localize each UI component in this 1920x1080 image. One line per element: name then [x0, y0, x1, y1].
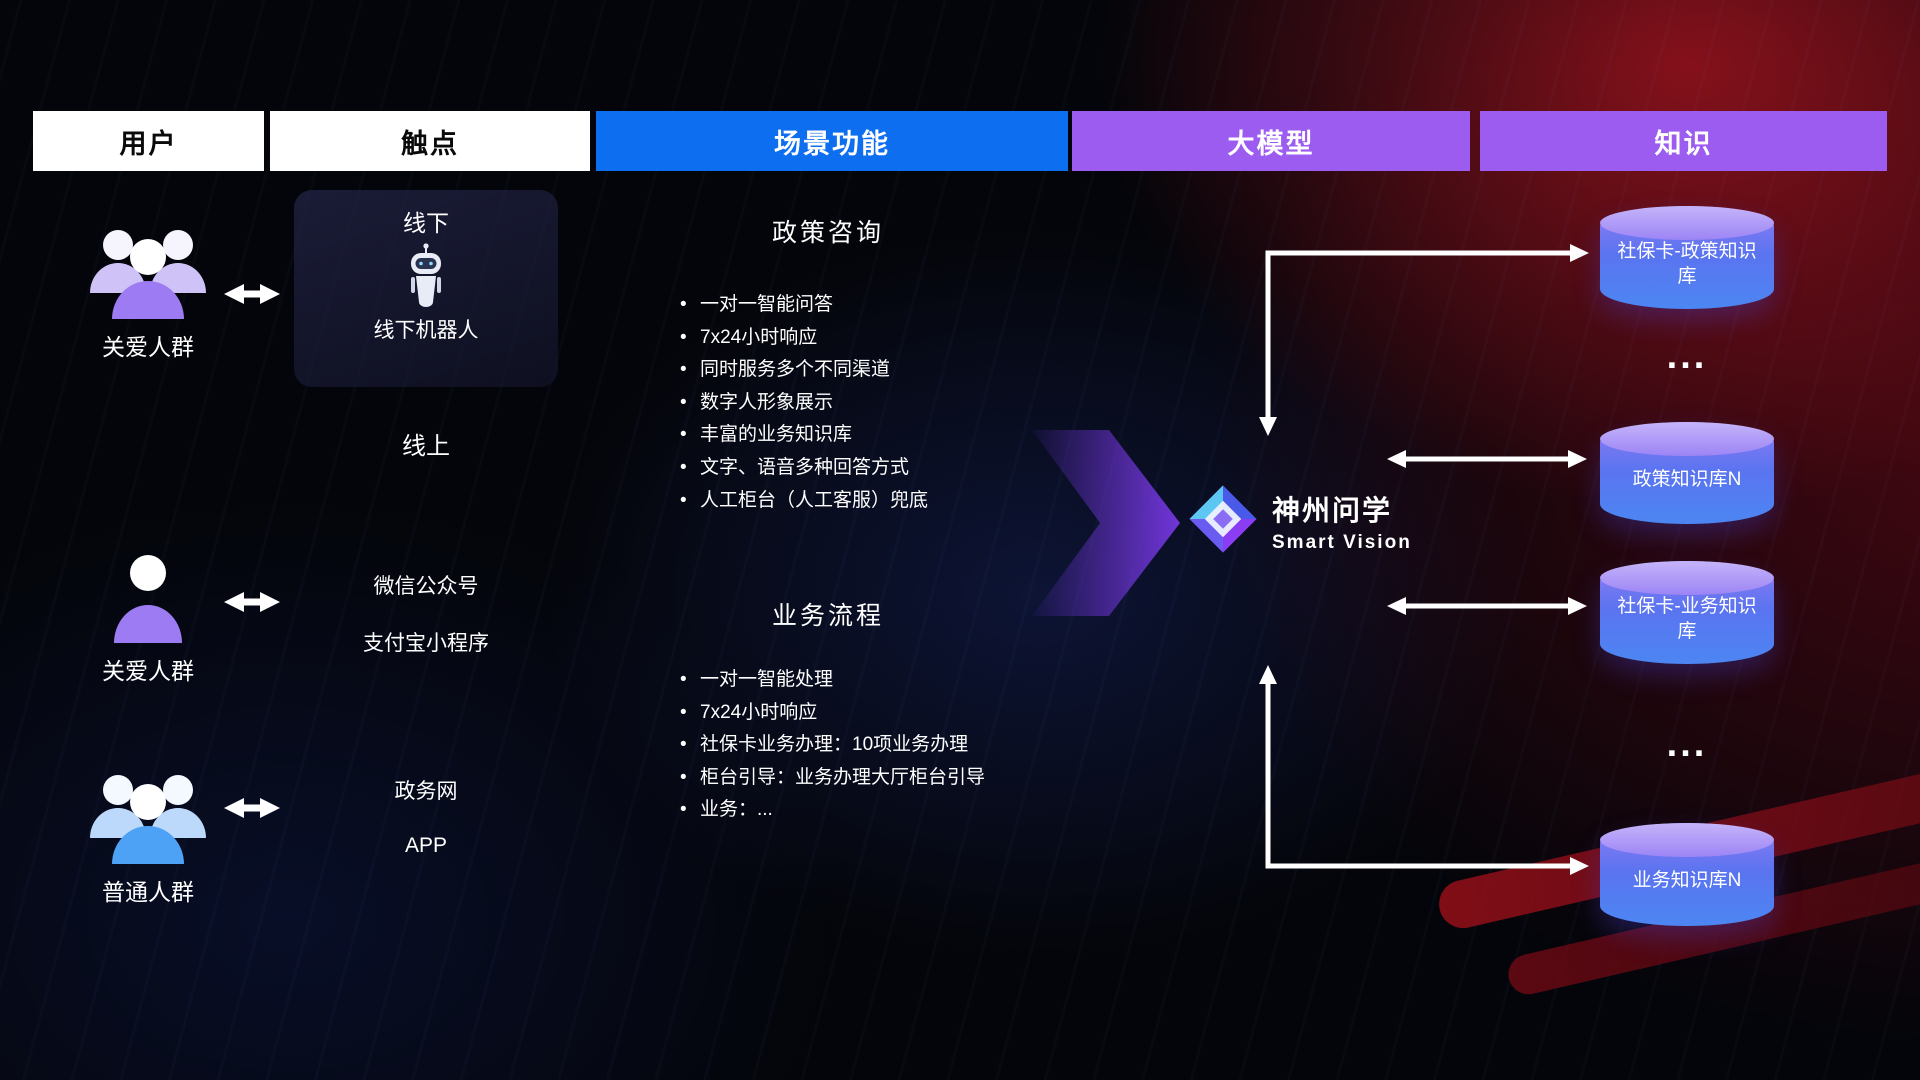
bullet-item: 社保卡业务办理：10项业务办理	[676, 729, 1096, 762]
user-single-care: 关爱人群	[60, 548, 236, 686]
bullet-item: 人工柜台（人工客服）兜底	[676, 485, 1096, 518]
kb-label: 业务知识库N	[1632, 870, 1742, 891]
touchpoint-alipay: 支付宝小程序	[363, 632, 489, 655]
bullet-item: 一对一智能问答	[676, 289, 1096, 322]
scenario-title-business: 业务流程	[771, 602, 884, 630]
user-label: 普通人群	[102, 879, 194, 905]
people-group-icon	[90, 230, 206, 319]
kb-label: 社保卡-业务知识库	[1617, 595, 1757, 642]
bullet-item: 7x24小时响应	[676, 322, 1096, 355]
user-group-general: 普通人群	[60, 760, 236, 907]
user-label: 关爱人群	[102, 334, 194, 360]
bullet-item: 数字人形象展示	[676, 387, 1096, 420]
cylinder-top	[1600, 206, 1774, 240]
kb-policy-n: 政策知识库N	[1600, 422, 1774, 524]
touchpoint-app: APP	[404, 834, 448, 857]
user-group-care-elder: 关爱人群	[60, 215, 236, 362]
ellipsis-policy: ...	[1666, 335, 1708, 377]
scenario-business-bullets: 一对一智能处理 7x24小时响应 社保卡业务办理：10项业务办理 柜台引导：业务…	[676, 664, 1096, 827]
bullet-item: 柜台引导：业务办理大厅柜台引导	[676, 762, 1096, 795]
people-group-icon	[90, 775, 206, 864]
user-label: 关爱人群	[102, 658, 194, 684]
kb-socialcard-business: 社保卡-业务知识库	[1600, 561, 1774, 664]
person-icon	[114, 555, 182, 643]
kb-label: 政策知识库N	[1632, 468, 1742, 490]
touchpoint-wechat: 微信公众号	[373, 575, 479, 598]
smart-vision-logo-icon	[1189, 485, 1257, 553]
cylinder-top	[1600, 422, 1774, 456]
column-header-scenarios: 场景功能	[596, 111, 1068, 171]
offline-title: 线下	[403, 210, 449, 236]
bullet-item: 7x24小时响应	[676, 697, 1096, 730]
bullet-item: 文字、语音多种回答方式	[676, 452, 1096, 485]
bullet-item: 丰富的业务知识库	[676, 419, 1096, 452]
bullet-item: 同时服务多个不同渠道	[676, 354, 1096, 387]
column-header-model: 大模型	[1072, 111, 1470, 171]
bullet-item: 一对一智能处理	[676, 664, 1096, 697]
scenario-title-policy: 政策咨询	[771, 219, 884, 247]
scenario-policy-bullets: 一对一智能问答 7x24小时响应 同时服务多个不同渠道 数字人形象展示 丰富的业…	[676, 289, 1096, 517]
model-subtitle: Smart Vision	[1272, 532, 1412, 553]
touchpoint-gov-web: 政务网	[394, 780, 458, 803]
column-header-knowledge: 知识	[1480, 111, 1887, 171]
kb-label: 社保卡-政策知识库	[1617, 240, 1757, 287]
column-header-users: 用户	[33, 111, 264, 171]
bullet-item: 业务：...	[676, 794, 1096, 827]
cylinder-top	[1600, 823, 1774, 857]
offline-touchpoint-card: 线下 线下机器人	[294, 190, 558, 387]
kb-business-n: 业务知识库N	[1600, 823, 1774, 926]
offline-robot-label: 线下机器人	[373, 319, 479, 342]
model-name: 神州问学	[1272, 495, 1393, 526]
robot-icon	[411, 243, 441, 307]
cylinder-top	[1600, 561, 1774, 595]
smart-vision-logo-text: 神州问学 Smart Vision	[1272, 489, 1412, 554]
ellipsis-business: ...	[1666, 723, 1708, 765]
online-title: 线上	[402, 433, 450, 460]
kb-socialcard-policy: 社保卡-政策知识库	[1600, 206, 1774, 309]
column-header-touchpoints: 触点	[270, 111, 590, 171]
